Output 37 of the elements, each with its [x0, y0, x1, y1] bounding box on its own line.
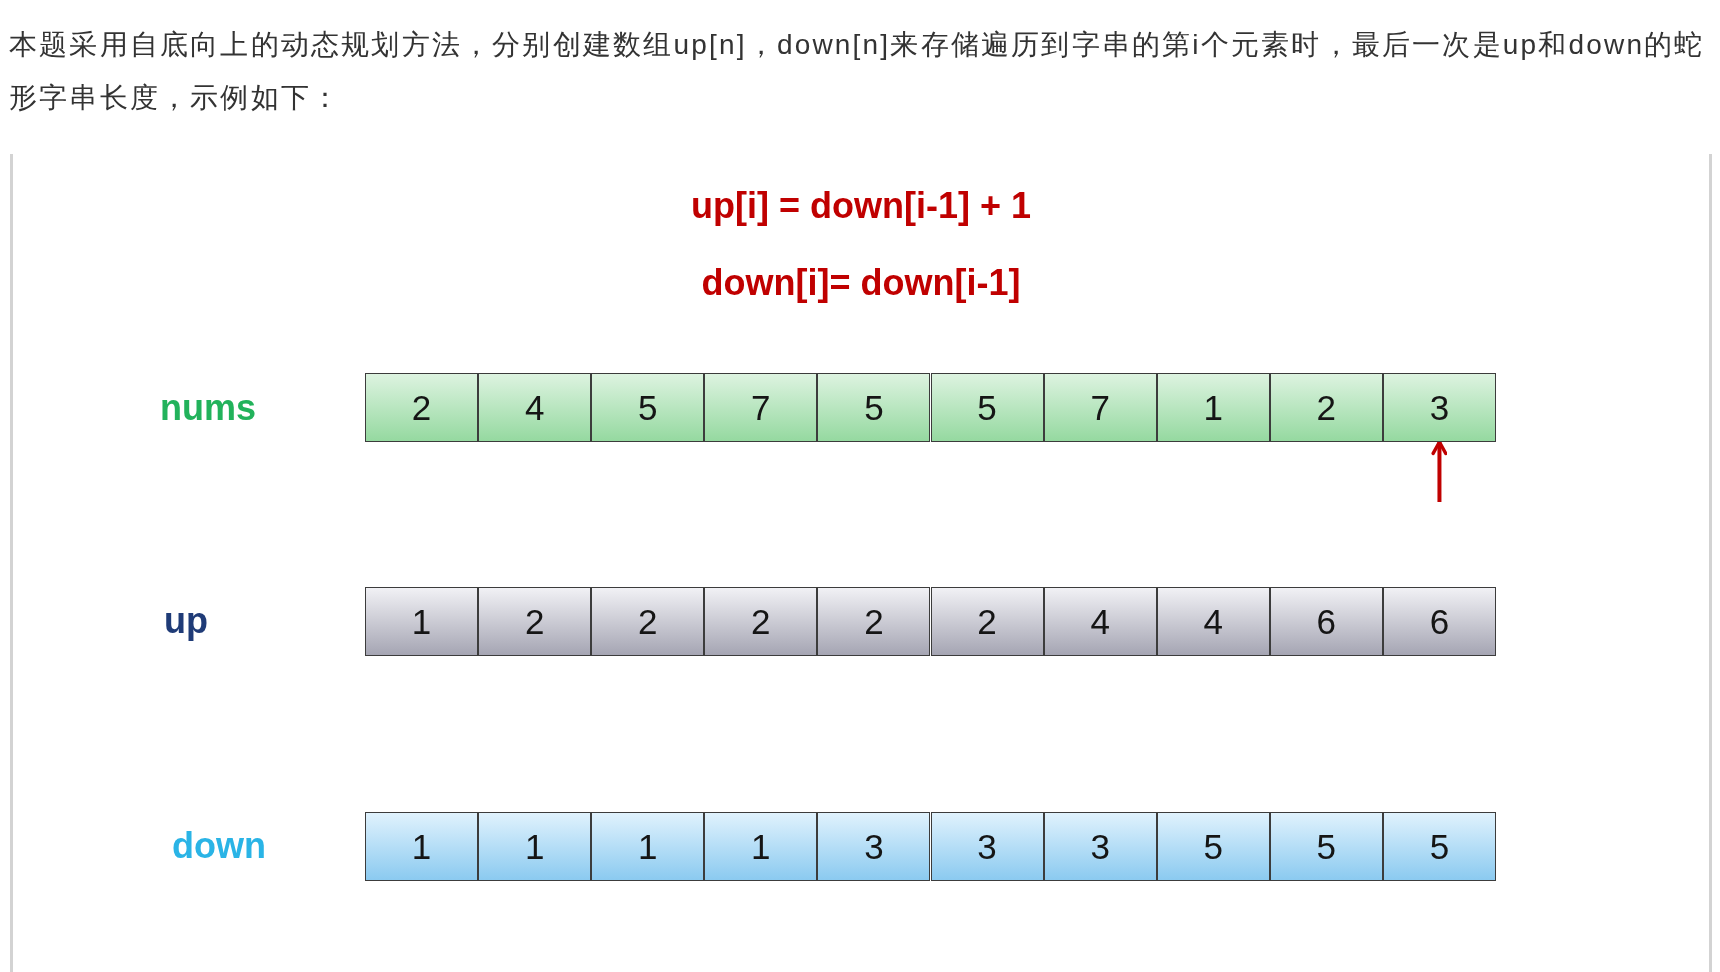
- array-cell: 3: [930, 812, 1044, 881]
- row-label: up: [164, 600, 208, 642]
- array-cell: 3: [1043, 812, 1157, 881]
- row-label: nums: [160, 387, 256, 429]
- array-cell: 1: [365, 587, 479, 656]
- formula: down[i]= down[i-1]: [701, 262, 1021, 304]
- array-cell: 1: [365, 812, 479, 881]
- array-cell: 6: [1269, 587, 1383, 656]
- array-cell: 2: [478, 587, 592, 656]
- row-label: down: [172, 825, 266, 867]
- array-cell: 5: [591, 373, 705, 442]
- array-cell: 5: [930, 373, 1044, 442]
- array-cell: 2: [704, 587, 818, 656]
- array-cell: 4: [1156, 587, 1270, 656]
- array-cell: 1: [478, 812, 592, 881]
- array-cell: 5: [1269, 812, 1383, 881]
- array-cell: 2: [930, 587, 1044, 656]
- arrow: [1431, 440, 1448, 502]
- array-cell: 2: [817, 587, 931, 656]
- array-cell: 3: [1382, 373, 1496, 442]
- array-cell: 2: [591, 587, 705, 656]
- array-cell: 6: [1382, 587, 1496, 656]
- array-cell: 2: [365, 373, 479, 442]
- array-cell: 5: [817, 373, 931, 442]
- intro-text: 本题采用自底向上的动态规划方法，分别创建数组up[n]，down[n]来存储遍历到字串的第i个元素时，最后一次是up和down的蛇形字串长度，示例如下：: [9, 28, 1706, 115]
- array-cell: 7: [704, 373, 818, 442]
- array-cell: 5: [1382, 812, 1496, 881]
- array-cell: 2: [1269, 373, 1383, 442]
- array-cell: 1: [704, 812, 818, 881]
- formula: up[i] = down[i-1] + 1: [691, 185, 1031, 227]
- array-cell: 4: [478, 373, 592, 442]
- array-cell: 4: [1043, 587, 1157, 656]
- array-cell: 5: [1156, 812, 1270, 881]
- array-cell: 3: [817, 812, 931, 881]
- array-cell: 1: [591, 812, 705, 881]
- array-cell: 7: [1043, 373, 1157, 442]
- array-cell: 1: [1156, 373, 1270, 442]
